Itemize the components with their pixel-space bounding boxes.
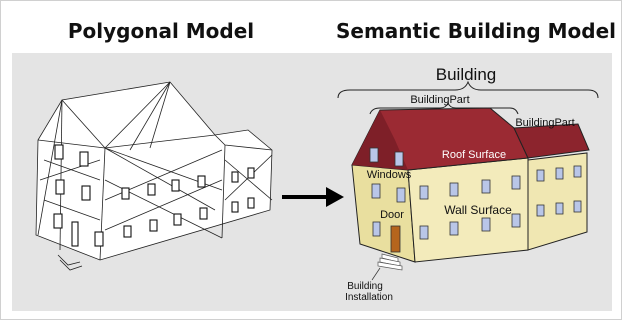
polygonal-model-title: Polygonal Model [67, 19, 255, 43]
semantic-windows [369, 147, 582, 240]
wireframe-windows [53, 144, 255, 247]
label-installation-line2: Installation [345, 292, 393, 303]
polygonal-building-wireframe [35, 81, 273, 271]
door [390, 225, 401, 253]
building-brace [337, 80, 599, 99]
label-installation-line1: Building [347, 281, 383, 292]
label-building-part-left: BuildingPart [410, 94, 469, 106]
roof-side [352, 110, 408, 170]
building-part-left-brace [369, 101, 519, 115]
label-windows: Windows [367, 169, 412, 181]
label-roof-surface: Roof Surface [442, 149, 506, 161]
label-wall-surface: Wall Surface [444, 203, 512, 217]
roof-surface-right [513, 123, 590, 159]
semantic-model-title: Semantic Building Model [335, 19, 617, 43]
building-installation-stairs [377, 253, 403, 271]
installation-pointer [371, 267, 381, 281]
label-building-part-right: BuildingPart [515, 117, 574, 129]
transformation-arrow [282, 187, 344, 207]
label-door: Door [380, 209, 404, 221]
label-building: Building [436, 65, 497, 84]
